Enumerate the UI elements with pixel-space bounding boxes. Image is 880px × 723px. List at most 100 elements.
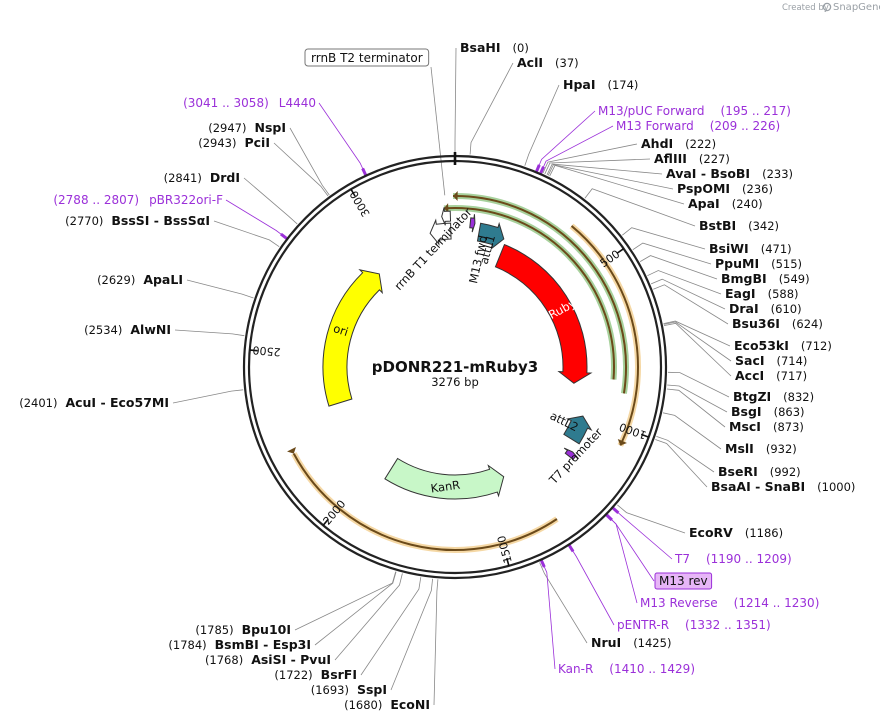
label-leader-line (174, 329, 245, 337)
label-leader-line (662, 412, 722, 450)
label-leader-line (430, 66, 446, 196)
enzyme-site-name: BseRI (718, 464, 758, 479)
label-leader-line (655, 439, 708, 488)
enzyme-site-name: BmgBI (721, 271, 767, 286)
enzyme-site-name: EcoNI (390, 697, 430, 712)
label-leader-line (544, 158, 651, 175)
label-leader-line (639, 255, 718, 280)
primer-range: (209 .. 226) (710, 119, 780, 133)
tick-mark (506, 557, 510, 567)
feature-mruby3 (494, 243, 593, 384)
enzyme-site-name: AcuI - Eco57MI (65, 395, 169, 410)
enzyme-site-position: (233) (762, 167, 793, 181)
credit-prefix: Created by (782, 3, 829, 13)
enzyme-site-name: DraI (729, 301, 759, 316)
primer-range: (1214 .. 1230) (734, 596, 820, 610)
enzyme-site-name: PpuMI (715, 256, 759, 271)
label-leader-line (663, 320, 731, 347)
feature-m13-fwd (469, 214, 476, 233)
enzyme-site-position: (1784) (168, 638, 206, 652)
enzyme-site-name: PciI (244, 135, 270, 150)
label-leader-line (607, 515, 655, 582)
enzyme-site-name: ApaI (688, 196, 720, 211)
primer-highlight-box (654, 572, 713, 590)
enzyme-site-position: (610) (771, 302, 802, 316)
enzyme-site-position: (2947) (208, 121, 246, 135)
enzyme-site-name: NruI (591, 635, 621, 650)
enzyme-site-position: (515) (771, 257, 802, 271)
primer-name: T7 (674, 552, 690, 566)
label-leader-line (632, 242, 712, 265)
enzyme-site-position: (873) (773, 420, 804, 434)
enzyme-site-name: AclI (517, 55, 543, 70)
orange-outer-bottom-halo (291, 452, 559, 553)
enzyme-site-name: ApaLI (143, 272, 183, 287)
feature-callout-label: rrnB T2 terminator (311, 51, 423, 65)
enzyme-site-name: DrdI (210, 170, 240, 185)
green-outer-1-line (453, 195, 627, 394)
label-leader-line (289, 127, 330, 196)
primer-range: (2788 .. 2807) (53, 193, 139, 207)
enzyme-site-position: (1186) (745, 526, 783, 540)
tick-label: 2500 (252, 343, 281, 358)
enzyme-site-name: AlwNI (130, 322, 171, 337)
tick-mark (350, 188, 356, 197)
enzyme-site-name: AsiSI - PvuI (251, 652, 331, 667)
orange-outer-bottom-line (292, 453, 558, 551)
plasmid-backbone (242, 152, 668, 580)
label-leader-line (213, 220, 280, 248)
primer-range: (1410 .. 1429) (609, 662, 695, 676)
outer-track-arrowhead (444, 203, 449, 214)
enzyme-site-name: AhdI (641, 136, 673, 151)
label-leaders (172, 47, 732, 706)
tick-label: 3000 (347, 188, 372, 219)
enzyme-site-name: MscI (729, 419, 761, 434)
label-leader-line (454, 47, 457, 154)
plasmid-name: pDONR221-mRuby3 (372, 358, 538, 376)
enzyme-site-name: Eco53kI (734, 338, 789, 353)
label-leader-line (469, 62, 514, 155)
label-leader-line (622, 227, 706, 250)
enzyme-site-name: BstBI (699, 218, 736, 233)
label-leader-line (650, 278, 726, 310)
label-leader-line (390, 578, 433, 691)
primer-name: pENTR-R (617, 618, 669, 632)
green-outer-2-halo (443, 205, 617, 380)
tick-mark (249, 349, 258, 352)
feature-ori (322, 268, 383, 407)
primer-name: M13/pUC Forward (598, 104, 705, 118)
enzyme-site-position: (1693) (311, 683, 349, 697)
credit-brand: SnapGene (833, 2, 880, 13)
enzyme-site-position: (932) (766, 442, 797, 456)
tick-mark (640, 433, 649, 438)
feature-label: attL2 (548, 408, 581, 434)
enzyme-site-position: (236) (742, 182, 773, 196)
label-leader-line (607, 515, 638, 604)
enzyme-site-position: (863) (774, 405, 805, 419)
label-leader-line (243, 177, 298, 225)
feature-kanr (384, 457, 505, 500)
enzyme-site-name: AflIII (654, 151, 687, 166)
label-leader-line (547, 164, 674, 190)
label-leader-line (273, 142, 329, 197)
enzyme-site-name: NspI (254, 120, 286, 135)
enzyme-site-name: SspI (357, 682, 387, 697)
label-leader-line (569, 546, 615, 626)
outer-track-arrowhead (287, 446, 296, 454)
label-leader-line (667, 371, 730, 398)
enzyme-site-position: (2401) (19, 396, 57, 410)
label-leader-line (617, 504, 686, 534)
label-leader-line (584, 188, 696, 227)
primer-name: M13 Reverse (640, 596, 718, 610)
enzyme-site-position: (712) (801, 339, 832, 353)
enzyme-site-position: (1768) (205, 653, 243, 667)
inner-features (322, 207, 593, 500)
feature-attl2 (563, 415, 593, 445)
enzyme-site-name: BsgI (731, 404, 762, 419)
label-leader-line (186, 279, 254, 299)
snapgene-credit: Created by SnapGene (782, 2, 880, 13)
enzyme-site-name: BsiWI (709, 241, 749, 256)
primer-range: (1190 .. 1209) (706, 552, 792, 566)
enzyme-site-position: (2943) (198, 136, 236, 150)
label-leader-line (433, 579, 439, 706)
